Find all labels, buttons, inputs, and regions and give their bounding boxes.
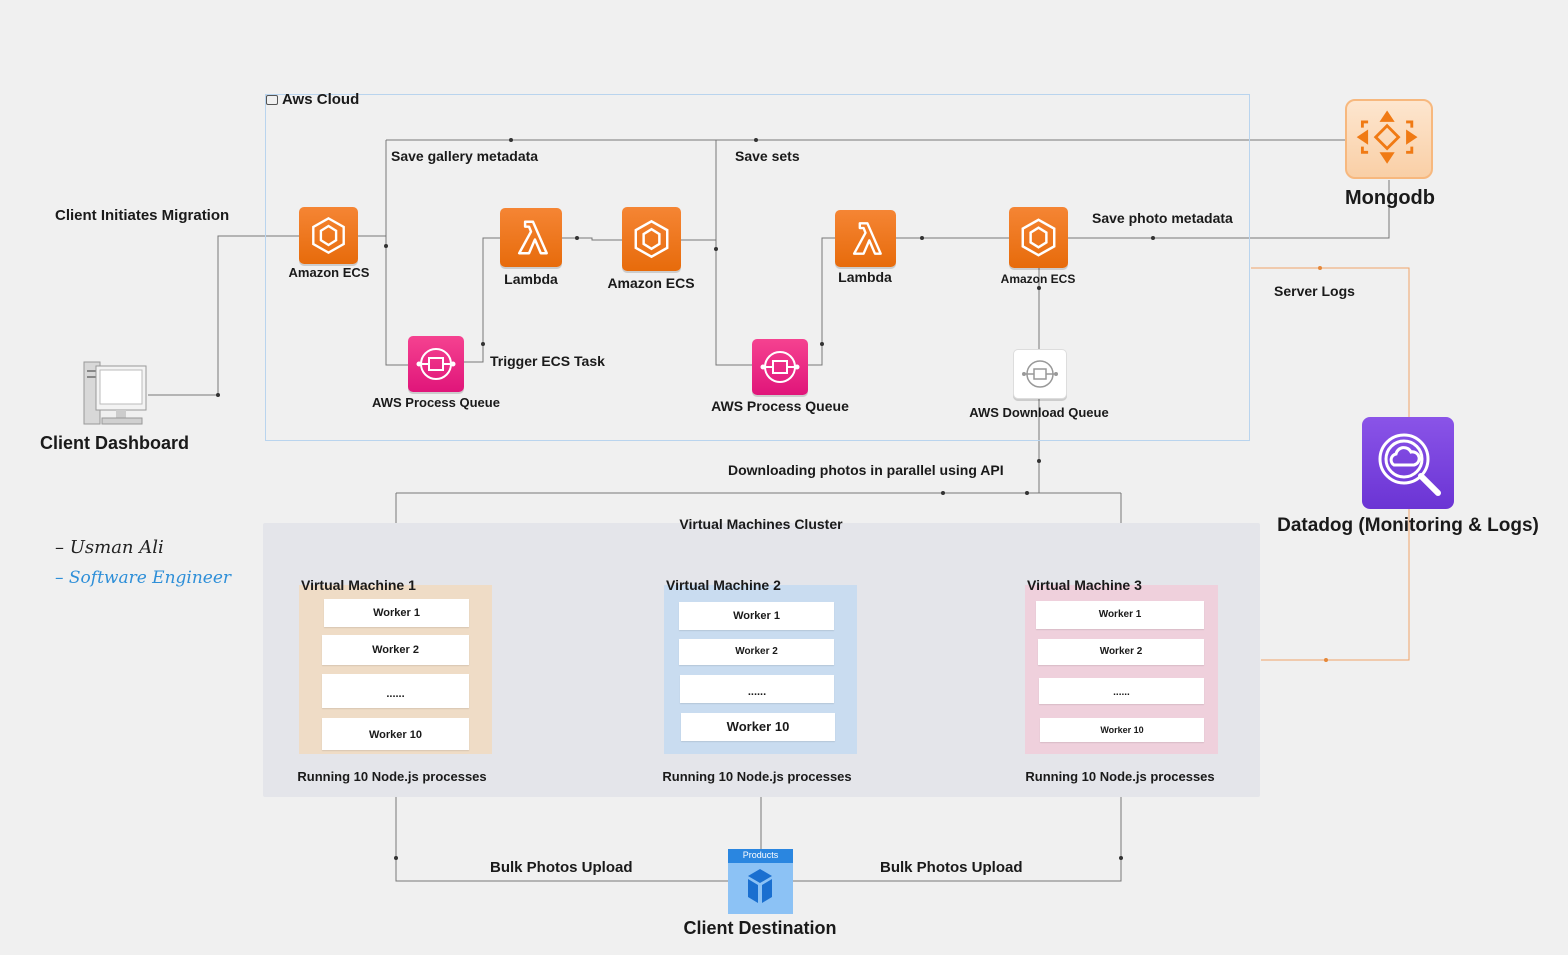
lambda-2-label: Lambda — [838, 269, 892, 285]
ecs-icon-3 — [1009, 207, 1068, 268]
computer-icon — [80, 360, 148, 430]
save-photo-label: Save photo metadata — [1092, 210, 1233, 226]
vm-3-worker-1: Worker 1 — [1036, 601, 1204, 629]
author-role: – Software Engineer — [55, 568, 232, 588]
downloading-label: Downloading photos in parallel using API — [728, 462, 1004, 478]
cloud-group-icon — [266, 95, 278, 106]
vm-2-worker-ellipsis: ...... — [680, 675, 834, 703]
bulk-upload-right-label: Bulk Photos Upload — [880, 859, 1023, 876]
vm-3-worker-10: Worker 10 — [1040, 718, 1204, 742]
lambda-icon-1 — [500, 208, 562, 267]
queue-1-label: AWS Process Queue — [372, 395, 500, 410]
products-tag: Products — [742, 850, 779, 860]
vm-2-worker-1: Worker 1 — [679, 602, 834, 630]
client-dashboard-label: Client Dashboard — [40, 433, 190, 453]
save-gallery-label: Save gallery metadata — [391, 148, 539, 164]
vm-1-worker-2: Worker 2 — [322, 635, 469, 665]
server-logs-label: Server Logs — [1274, 283, 1355, 299]
bulk-upload-left-label: Bulk Photos Upload — [490, 859, 633, 876]
queue-2-label: AWS Process Queue — [711, 398, 849, 414]
client-initiates-label: Client Initiates Migration — [55, 207, 230, 224]
client-destination-icon — [728, 849, 793, 914]
ecs-1-label: Amazon ECS — [288, 265, 370, 280]
ecs-3-label: Amazon ECS — [1000, 272, 1076, 286]
vm-3-title: Virtual Machine 3 — [1027, 577, 1142, 593]
vm-3-worker-2: Worker 2 — [1038, 639, 1204, 665]
client-destination-label: Client Destination — [683, 918, 837, 938]
datadog-label: Datadog (Monitoring & Logs) — [1277, 515, 1539, 536]
aws-cloud-title: Aws Cloud — [266, 91, 359, 108]
aws-cloud-title-text: Aws Cloud — [282, 91, 360, 108]
sqs-icon-2 — [752, 339, 808, 395]
vm-3-caption: Running 10 Node.js processes — [1025, 769, 1215, 784]
vm-1-worker-ellipsis: ...... — [322, 674, 469, 708]
vm-2-worker-10: Worker 10 — [681, 713, 835, 741]
vm-1-worker-10: Worker 10 — [322, 718, 469, 750]
trigger-ecs-label: Trigger ECS Task — [490, 353, 605, 369]
cluster-title: Virtual Machines Cluster — [679, 516, 843, 532]
datadog-icon — [1362, 417, 1454, 509]
vm-1-title: Virtual Machine 1 — [301, 577, 416, 593]
vm-2-caption: Running 10 Node.js processes — [662, 769, 852, 784]
lambda-icon-2 — [835, 210, 896, 267]
vm-2-worker-2: Worker 2 — [679, 639, 834, 665]
vm-1-worker-1: Worker 1 — [324, 599, 469, 627]
download-queue-label: AWS Download Queue — [969, 405, 1109, 420]
vm-3-worker-ellipsis: ...... — [1039, 678, 1204, 704]
lambda-1-label: Lambda — [504, 271, 558, 287]
ecs-2-label: Amazon ECS — [607, 275, 695, 291]
author-name: – Usman Ali — [55, 537, 164, 558]
ecs-icon-1 — [299, 207, 358, 264]
aws-cloud-boundary — [265, 94, 1250, 441]
ecs-icon-2 — [622, 207, 681, 271]
mongodb-icon — [1345, 99, 1433, 179]
vm-1-caption: Running 10 Node.js processes — [297, 769, 487, 784]
sqs-icon-1 — [408, 336, 464, 392]
download-queue-icon — [1013, 349, 1067, 399]
mongodb-label: Mongodb — [1345, 187, 1435, 209]
vm-2-title: Virtual Machine 2 — [666, 577, 781, 593]
save-sets-label: Save sets — [735, 148, 800, 164]
